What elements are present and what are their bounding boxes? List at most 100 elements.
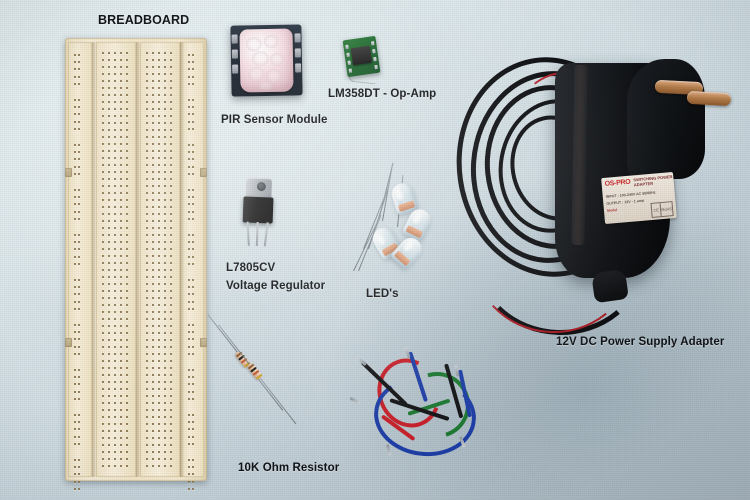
breadboard-gutter-1 xyxy=(92,42,96,477)
breadboard-hole xyxy=(164,430,166,432)
breadboard-hole xyxy=(192,241,195,244)
regulator-leg xyxy=(263,222,269,247)
breadboard-hole xyxy=(120,423,122,425)
breadboard-hole xyxy=(126,283,128,285)
breadboard-hole xyxy=(108,87,110,89)
breadboard-hole xyxy=(158,311,160,313)
breadboard-hole xyxy=(114,318,116,320)
breadboard-hole xyxy=(126,437,128,439)
breadboard-hole xyxy=(120,220,122,222)
breadboard-hole xyxy=(120,283,122,285)
label-leds: LED's xyxy=(366,288,399,300)
breadboard-hole xyxy=(102,276,104,278)
breadboard-hole xyxy=(164,255,166,257)
breadboard-hole xyxy=(170,325,172,327)
breadboard-hole xyxy=(126,255,128,257)
breadboard-gutter-3 xyxy=(180,42,184,477)
breadboard-side-clip xyxy=(200,168,207,177)
breadboard-hole xyxy=(187,286,190,289)
breadboard-hole xyxy=(114,325,116,327)
breadboard-hole xyxy=(108,416,110,418)
breadboard-hole xyxy=(120,178,122,180)
resistors-group xyxy=(206,314,360,460)
breadboard-hole xyxy=(114,234,116,236)
breadboard-side-clip xyxy=(65,168,72,177)
breadboard-hole xyxy=(164,213,166,215)
breadboard-hole xyxy=(146,381,148,383)
breadboard-hole xyxy=(102,73,104,75)
regulator-body xyxy=(242,196,274,224)
breadboard-hole xyxy=(73,106,76,109)
breadboard-hole xyxy=(78,113,81,116)
op-amp-chip-body xyxy=(350,45,372,66)
breadboard-hole xyxy=(164,332,166,334)
breadboard-hole xyxy=(164,437,166,439)
breadboard-hole xyxy=(102,192,104,194)
breadboard-hole xyxy=(114,290,116,292)
breadboard-hole xyxy=(120,192,122,194)
breadboard-hole xyxy=(102,283,104,285)
breadboard-hole xyxy=(192,466,195,469)
breadboard-hole-grid xyxy=(65,38,207,490)
breadboard-hole xyxy=(102,395,104,397)
breadboard-hole xyxy=(126,59,128,61)
breadboard-hole xyxy=(164,227,166,229)
breadboard-hole xyxy=(108,402,110,404)
breadboard-hole xyxy=(78,144,81,146)
adapter-label-model: Model xyxy=(606,207,618,213)
breadboard-hole xyxy=(120,206,122,208)
breadboard-hole xyxy=(146,87,148,89)
breadboard-hole xyxy=(158,269,160,271)
breadboard-hole xyxy=(114,87,116,89)
breadboard-hole xyxy=(158,136,160,138)
breadboard-hole xyxy=(73,307,76,310)
breadboard-hole xyxy=(146,388,148,390)
breadboard-hole xyxy=(114,213,116,215)
label-lm358dt-op-amp: LM358DT - Op-Amp xyxy=(328,88,437,100)
breadboard-hole xyxy=(126,213,128,215)
breadboard-hole xyxy=(152,325,154,327)
breadboard-hole xyxy=(170,339,172,341)
breadboard-hole xyxy=(152,360,154,362)
breadboard-hole xyxy=(120,129,122,131)
breadboard-hole xyxy=(158,206,160,208)
breadboard-hole xyxy=(73,217,76,220)
breadboard-hole xyxy=(146,115,148,117)
breadboard-hole xyxy=(158,108,160,110)
breadboard-hole xyxy=(73,151,76,154)
breadboard-hole xyxy=(158,101,160,103)
breadboard-hole xyxy=(78,442,81,445)
breadboard-hole xyxy=(170,409,172,411)
breadboard-hole xyxy=(120,150,122,152)
breadboard-hole xyxy=(170,213,172,215)
breadboard-side-clip xyxy=(200,338,207,347)
breadboard-hole xyxy=(152,241,154,243)
breadboard-hole xyxy=(158,94,160,96)
breadboard-hole xyxy=(192,487,195,490)
breadboard-hole xyxy=(170,164,172,166)
breadboard-hole xyxy=(146,199,148,201)
breadboard-hole xyxy=(108,157,110,159)
breadboard-hole xyxy=(158,423,160,425)
label-power-supply-adapter: 12V DC Power Supply Adapter xyxy=(556,336,725,348)
breadboard-hole xyxy=(114,304,116,306)
breadboard-hole xyxy=(102,241,104,243)
breadboard-hole xyxy=(152,255,154,257)
breadboard-hole xyxy=(114,241,116,243)
breadboard-hole xyxy=(152,367,154,369)
breadboard-hole xyxy=(187,421,190,424)
breadboard-hole xyxy=(187,75,190,78)
breadboard-hole xyxy=(78,331,81,334)
breadboard-hole xyxy=(192,165,195,168)
breadboard-hole xyxy=(164,297,166,299)
breadboard-hole xyxy=(158,276,160,278)
breadboard-hole xyxy=(170,423,172,425)
breadboard-hole xyxy=(187,390,190,393)
breadboard-hole xyxy=(152,388,154,390)
breadboard-hole xyxy=(126,374,128,376)
breadboard-hole xyxy=(158,234,160,236)
breadboard-hole xyxy=(102,367,104,369)
breadboard-hole xyxy=(108,423,110,425)
breadboard-hole xyxy=(170,360,172,362)
breadboard-hole xyxy=(120,248,122,250)
